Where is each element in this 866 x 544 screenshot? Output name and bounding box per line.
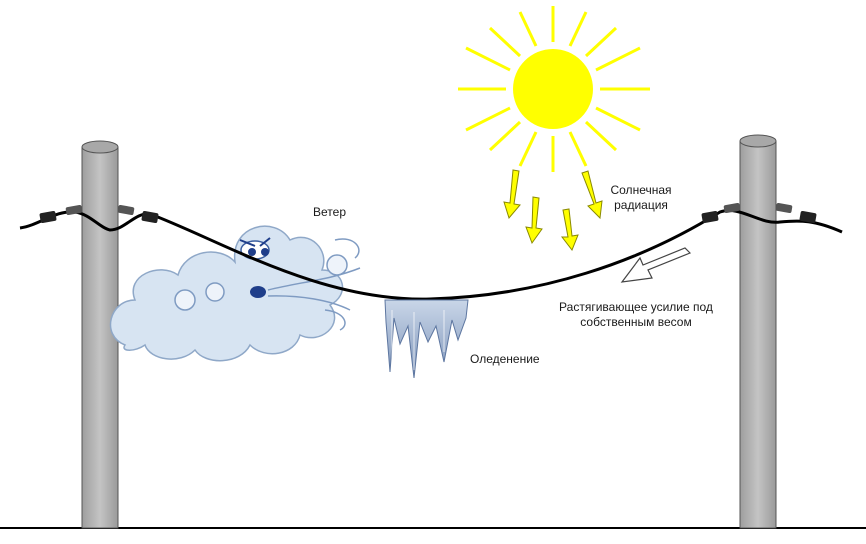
left-insulators xyxy=(39,204,159,223)
hollow-arrow-icon xyxy=(620,247,692,283)
tension-label: Растягивающее усилие под собственным вес… xyxy=(546,300,726,330)
solar-radiation-label-line2: радиация xyxy=(614,198,668,212)
wind-label: Ветер xyxy=(313,205,346,219)
power-wire xyxy=(19,209,843,301)
sun-icon xyxy=(458,6,650,172)
right-pole xyxy=(739,134,777,529)
tension-label-line2: собственным весом xyxy=(580,315,692,329)
radiation-arrow-icon xyxy=(525,196,543,245)
radiation-arrow-icon xyxy=(503,169,521,220)
tension-label-line1: Растягивающее усилие под xyxy=(559,300,713,314)
radiation-arrow-icon xyxy=(560,208,579,252)
right-insulators xyxy=(701,202,817,223)
radiation-arrows xyxy=(503,169,603,252)
solar-radiation-label-line1: Солнечная xyxy=(610,183,672,197)
icicles-icon xyxy=(384,299,469,379)
sun-rays xyxy=(458,6,650,172)
solar-radiation-label: Солнечная радиация xyxy=(596,183,686,213)
wind-cloud-icon xyxy=(109,225,361,362)
radiation-arrow-icon xyxy=(581,170,603,220)
icing-label: Оледенение xyxy=(470,352,540,366)
